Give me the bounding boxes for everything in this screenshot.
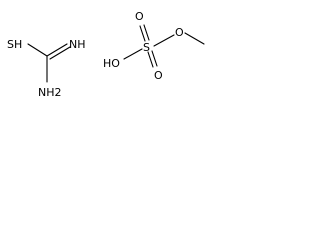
atom-nh-label: NH bbox=[69, 38, 86, 51]
bond-o-ch3 bbox=[184, 32, 205, 45]
bond-s-o-bottom-1 bbox=[147, 51, 154, 68]
bond-s-o-ester bbox=[153, 34, 175, 47]
atom-s-label: S bbox=[143, 41, 150, 54]
bond-s-o-top-1 bbox=[139, 25, 146, 42]
chemical-structures: SH NH NH2 HO S O O O bbox=[7, 10, 205, 99]
atom-sh-label: SH bbox=[7, 38, 22, 51]
atom-o-bottom-label: O bbox=[154, 69, 163, 82]
bond-s-c bbox=[27, 43, 48, 57]
atom-o-top-label: O bbox=[135, 10, 144, 23]
methyl-hydrogen-sulfate-structure: HO S O O O bbox=[103, 10, 205, 82]
bond-s-o-top-2 bbox=[143, 24, 150, 41]
atom-nh2-label: NH2 bbox=[38, 86, 62, 99]
thiourea-structure: SH NH NH2 bbox=[7, 38, 86, 99]
atom-o-ester-label: O bbox=[175, 26, 184, 39]
bond-c-nh-1 bbox=[46, 43, 68, 57]
bond-ho-s bbox=[123, 48, 143, 60]
bond-c-nh-2 bbox=[49, 46, 71, 60]
structure-canvas: SH NH NH2 HO S O O O bbox=[0, 0, 228, 113]
atom-ho-label: HO bbox=[103, 57, 120, 70]
bond-s-o-bottom-2 bbox=[151, 50, 158, 67]
